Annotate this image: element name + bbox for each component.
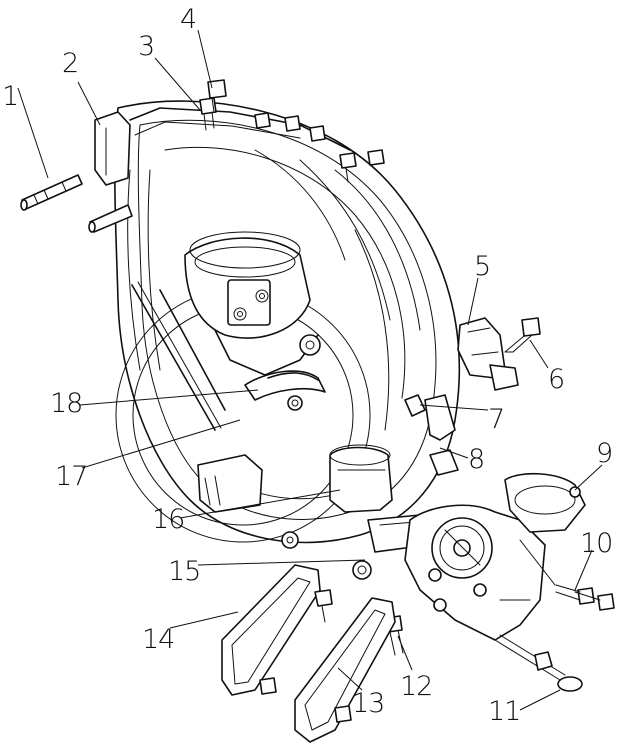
bracket-block-part-2 (88, 111, 133, 233)
callout-5: 5 (474, 251, 490, 282)
callout-15: 15 (168, 556, 200, 587)
bolts-part-10 (555, 584, 615, 611)
top-bolts-cluster (254, 112, 385, 183)
gasket-part-13 (294, 597, 396, 743)
gasket-part-14 (221, 564, 333, 696)
bolt-part-6 (504, 317, 541, 353)
callout-9: 9 (596, 438, 612, 469)
bolt-part-11 (494, 634, 583, 692)
callout-7: 7 (488, 404, 504, 435)
callout-6: 6 (548, 364, 564, 395)
map-sensor-part-5 (457, 317, 519, 391)
callout-8: 8 (468, 444, 484, 475)
sensor-part-17 (197, 454, 299, 549)
callout-16: 16 (152, 504, 184, 535)
throttle-body-assembly (404, 472, 586, 641)
callout-18: 18 (50, 388, 82, 419)
bolt-part-3 (199, 97, 217, 131)
left-rods (131, 281, 226, 431)
callout-12: 12 (400, 671, 432, 702)
stud-pin-part-1 (20, 174, 83, 211)
vacuum-hose (244, 370, 326, 411)
callout-3: 3 (138, 31, 154, 62)
leader-lines (17, 29, 603, 711)
callout-11: 11 (488, 696, 520, 727)
callout-14: 14 (142, 624, 174, 655)
callout-13: 13 (352, 688, 384, 719)
callout-labels: 1 2 3 4 5 6 7 8 9 10 11 12 13 14 15 16 1… (2, 4, 613, 727)
callout-4: 4 (180, 4, 196, 35)
callout-1: 1 (2, 81, 18, 112)
bolt-part-4 (207, 79, 227, 113)
sensor-part-16 (329, 444, 393, 513)
callout-17: 17 (55, 461, 87, 492)
callout-10: 10 (580, 528, 612, 559)
central-sensor-module (184, 231, 321, 376)
callout-2: 2 (62, 48, 78, 79)
